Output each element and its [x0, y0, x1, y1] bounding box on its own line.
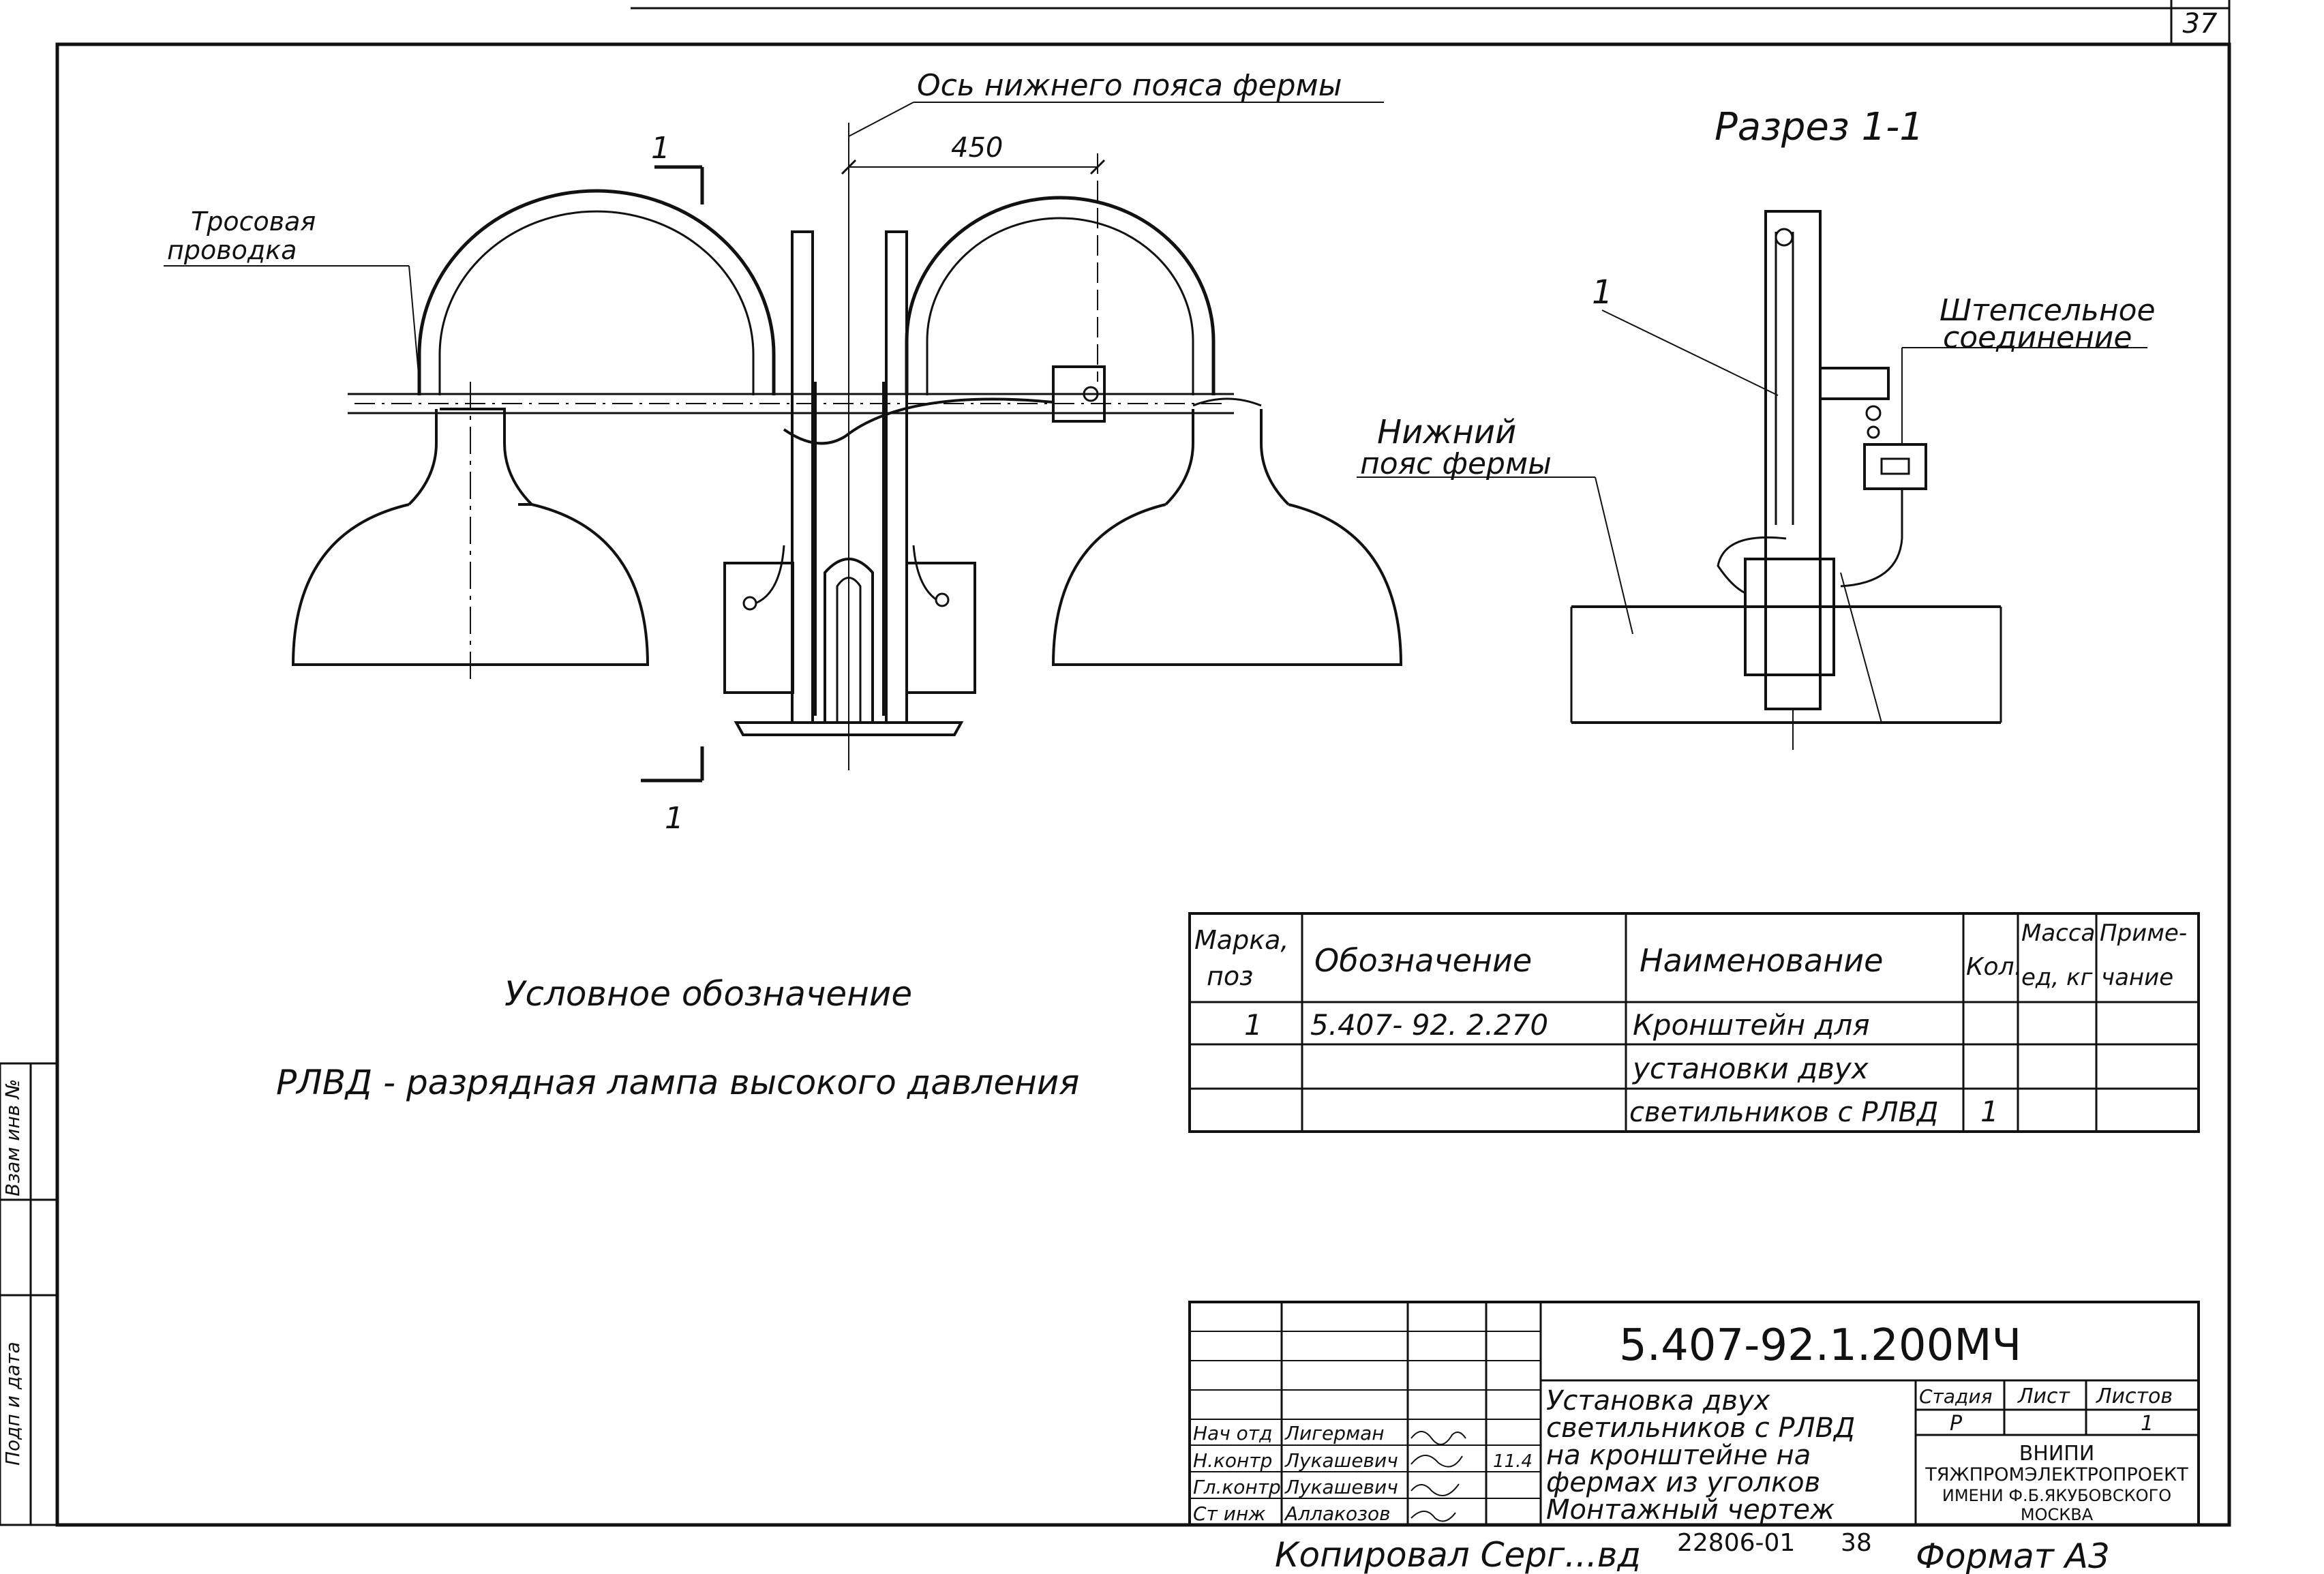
chord-label-line1: Нижний — [1377, 413, 1516, 451]
org-line-2: ТЯЖПРОМЭЛЕКТРОПРОЕКТ — [1925, 1464, 2188, 1485]
stage-header: Стадия — [1919, 1385, 1992, 1408]
cable-label-line1: Тросовая — [191, 207, 316, 237]
spec-header-note-1: Приме- — [2100, 920, 2187, 947]
sheet-number: 37 — [2183, 8, 2218, 40]
spec-row-3-qty: 1 — [1980, 1095, 1999, 1128]
doc-code: 5.407-92.1.200МЧ — [1619, 1320, 2021, 1371]
section-mark-bottom: 1 — [665, 801, 684, 836]
spec-row-1-name: Кронштейн для — [1633, 1008, 1870, 1042]
format-label: Формат А3 — [1916, 1537, 2110, 1574]
archive-number: 22806-01 — [1677, 1529, 1795, 1557]
signer-role-1: Нач отд — [1193, 1422, 1272, 1444]
spec-header-mark-2: поз — [1207, 961, 1253, 991]
spec-row-2-name: установки двух — [1631, 1052, 1869, 1085]
spec-header-note-2: чание — [2101, 964, 2173, 991]
legend-text: РЛВД - разрядная лампа высокого давления — [276, 1063, 1079, 1102]
stamp-inv-number: Взам инв № — [1, 1079, 24, 1196]
title-line-4: фермах из уголков — [1546, 1467, 1820, 1498]
stamp-sign-date: Подп и дата — [1, 1342, 24, 1466]
sheets-value: 1 — [2141, 1412, 2154, 1436]
section-title: Разрез 1-1 — [1715, 105, 1924, 149]
signer-name-3: Лукашевич — [1284, 1476, 1398, 1498]
title-block — [1188, 1301, 2200, 1526]
signer-name-4: Аллакозов — [1284, 1502, 1391, 1525]
copied-by: Копировал Серг...вд — [1275, 1535, 1641, 1574]
signer-role-4: Ст инж — [1193, 1502, 1266, 1525]
spec-header-mark-1: Марка, — [1194, 925, 1289, 955]
spec-header-mass-2: ед, кг — [2021, 964, 2094, 991]
assembly-drawing — [164, 102, 1403, 783]
spec-row-1-mark: 1 — [1244, 1008, 1263, 1042]
page-number: 38 — [1841, 1529, 1872, 1557]
title-line-5: Монтажный чертеж — [1546, 1494, 1835, 1526]
sheet-header: Лист — [2017, 1384, 2071, 1408]
spec-header-qty: Кол. — [1966, 953, 2022, 981]
signer-name-1: Лигерман — [1284, 1422, 1385, 1444]
spec-row-3-name: светильников с РЛВД — [1629, 1097, 1938, 1128]
plug-label-line1: Штепсельное — [1940, 293, 2156, 328]
title-line-3: на кронштейне на — [1546, 1440, 1811, 1471]
dimension-450: 450 — [951, 132, 1003, 164]
org-line-1: ВНИПИ — [2019, 1442, 2095, 1466]
signer-role-2: Н.контр — [1193, 1449, 1272, 1472]
sheet-frame — [0, 0, 2231, 1527]
signer-date: 11.4 — [1493, 1451, 1533, 1472]
section-callout-1: 1 — [1592, 273, 1613, 312]
plug-label-line2: соединение — [1943, 320, 2132, 355]
signer-role-3: Гл.контр — [1193, 1476, 1281, 1498]
org-line-3: ИМЕНИ Ф.Б.ЯКУБОВСКОГО — [1942, 1486, 2171, 1505]
axis-label: Ось нижнего пояса фермы — [917, 68, 1342, 103]
signer-name-2: Лукашевич — [1284, 1449, 1398, 1472]
stage-value: Р — [1950, 1412, 1963, 1436]
sheets-header: Листов — [2096, 1384, 2173, 1408]
legend-title: Условное обозначение — [504, 974, 912, 1014]
org-line-4: МОСКВА — [2021, 1505, 2094, 1524]
spec-header-name: Наименование — [1640, 942, 1883, 979]
cable-label-line2: проводка — [167, 235, 297, 265]
spec-header-designation: Обозначение — [1314, 942, 1532, 979]
section-view-drawing — [1357, 210, 2147, 750]
spec-row-1-designation: 5.407- 92. 2.270 — [1310, 1008, 1548, 1042]
chord-label-line2: пояс фермы — [1360, 447, 1552, 481]
spec-table — [1188, 912, 2200, 1133]
title-line-2: светильников с РЛВД — [1546, 1412, 1855, 1444]
section-mark-top: 1 — [651, 131, 670, 166]
title-line-1: Установка двух — [1546, 1385, 1770, 1417]
spec-header-mass-1: Масса — [2021, 920, 2095, 947]
